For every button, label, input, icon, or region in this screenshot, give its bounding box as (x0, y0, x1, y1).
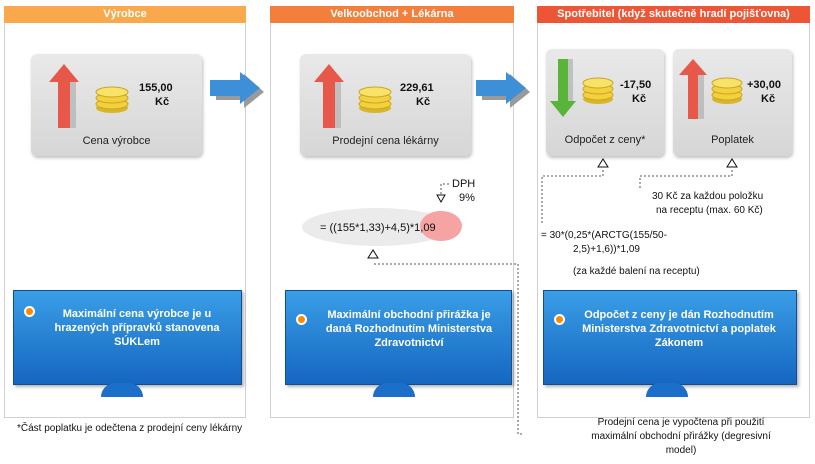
pharmacy-info-tab (373, 383, 415, 397)
manufacturer-info-tab (101, 383, 143, 397)
header-manufacturer: Výrobce (4, 6, 246, 23)
pharmacy-price-label: Prodejní cena lékárny (332, 135, 439, 147)
manufacturer-price-amount: 155,00 (139, 82, 173, 94)
deduction-currency: Kč (632, 93, 647, 105)
deduction-pointer-icon (597, 158, 609, 168)
header-consumer: Spotřebitel (když skutečně hradí pojišťo… (537, 6, 810, 23)
deduction-connector (541, 170, 604, 224)
price-up-arrow-icon (314, 64, 344, 128)
dph-highlight (420, 211, 462, 241)
pharmacy-price-formula: = ((155*1,33)+4,5)*1,09 (320, 222, 436, 234)
pharmacy-price-amount: 229,61 (400, 82, 434, 94)
dph-pointer-icon (436, 183, 449, 204)
fee-card: +30,00 Kč Poplatek (673, 49, 792, 156)
bullet-icon (554, 314, 565, 325)
pharmacy-info-box: Maximální obchodní přirážka je daná Rozh… (285, 290, 512, 385)
deduction-card: -17,50 Kč Odpočet z ceny* (546, 49, 664, 156)
deduction-formula-note: (za každé balení na receptu) (573, 266, 700, 277)
bullet-icon (24, 306, 35, 317)
consumer-info-box: Odpočet z ceny je dán Rozhodnutím Minist… (543, 290, 797, 385)
bottom-note-line-1: Prodejní cena je vypočtena při použití (597, 417, 765, 428)
price-up-arrow-icon (49, 64, 79, 128)
coins-icon (711, 77, 743, 104)
pharmacy-price-card: 229,61 Kč Prodejní cena lékárny (300, 54, 471, 156)
footnote: *Část poplatku je odečtena z prodejní ce… (17, 423, 243, 434)
deduction-formula-line-2: 2,5)+1,6))*1,09 (573, 244, 640, 255)
dph-value: 9% (459, 192, 475, 204)
fee-note-line-2: na receptu (max. 60 Kč) (656, 205, 763, 216)
bottom-note-line-2: maximální obchodní přirážky (degresivní (591, 431, 771, 442)
pharmacy-info-text: Maximální obchodní přirážka je daná Rozh… (325, 309, 493, 349)
fee-amount: +30,00 (747, 79, 781, 91)
price-up-arrow-icon (679, 59, 707, 119)
manufacturer-price-card: 155,00 Kč Cena výrobce (31, 54, 202, 156)
bottom-note-connector (374, 263, 522, 435)
fee-label: Poplatek (711, 134, 754, 146)
deduction-formula-line-1: = 30*(0,25*(ARCTG(155/50- (541, 230, 667, 241)
consumer-info-tab (646, 383, 688, 397)
manufacturer-info-text: Maximální cena výrobce je u hrazených př… (54, 308, 220, 348)
fee-note-line-1: 30 Kč za každou položku (652, 191, 764, 202)
pharmacy-price-currency: Kč (416, 96, 431, 108)
deduction-amount: -17,50 (620, 79, 652, 91)
flow-arrow-icon (210, 72, 264, 108)
price-down-arrow-icon (550, 59, 576, 117)
flow-arrow-icon (476, 72, 530, 108)
coins-icon (582, 77, 614, 104)
dph-label: DPH (452, 178, 476, 190)
manufacturer-info-box: Maximální cena výrobce je u hrazených př… (13, 290, 242, 385)
formula-pointer-icon (367, 249, 379, 259)
consumer-info-text: Odpočet z ceny je dán Rozhodnutím Minist… (582, 309, 776, 349)
coins-icon (358, 86, 392, 113)
header-wholesale-pharmacy: Velkoobchod + Lékárna (270, 6, 514, 23)
bullet-icon (296, 314, 307, 325)
manufacturer-price-currency: Kč (155, 96, 170, 108)
bottom-note-line-3: model) (665, 445, 697, 456)
fee-pointer-icon (726, 158, 738, 168)
deduction-label: Odpočet z ceny* (564, 134, 646, 146)
coins-icon (95, 86, 129, 113)
fee-currency: Kč (761, 93, 776, 105)
manufacturer-price-label: Cena výrobce (82, 135, 151, 147)
fee-connector (639, 170, 733, 188)
